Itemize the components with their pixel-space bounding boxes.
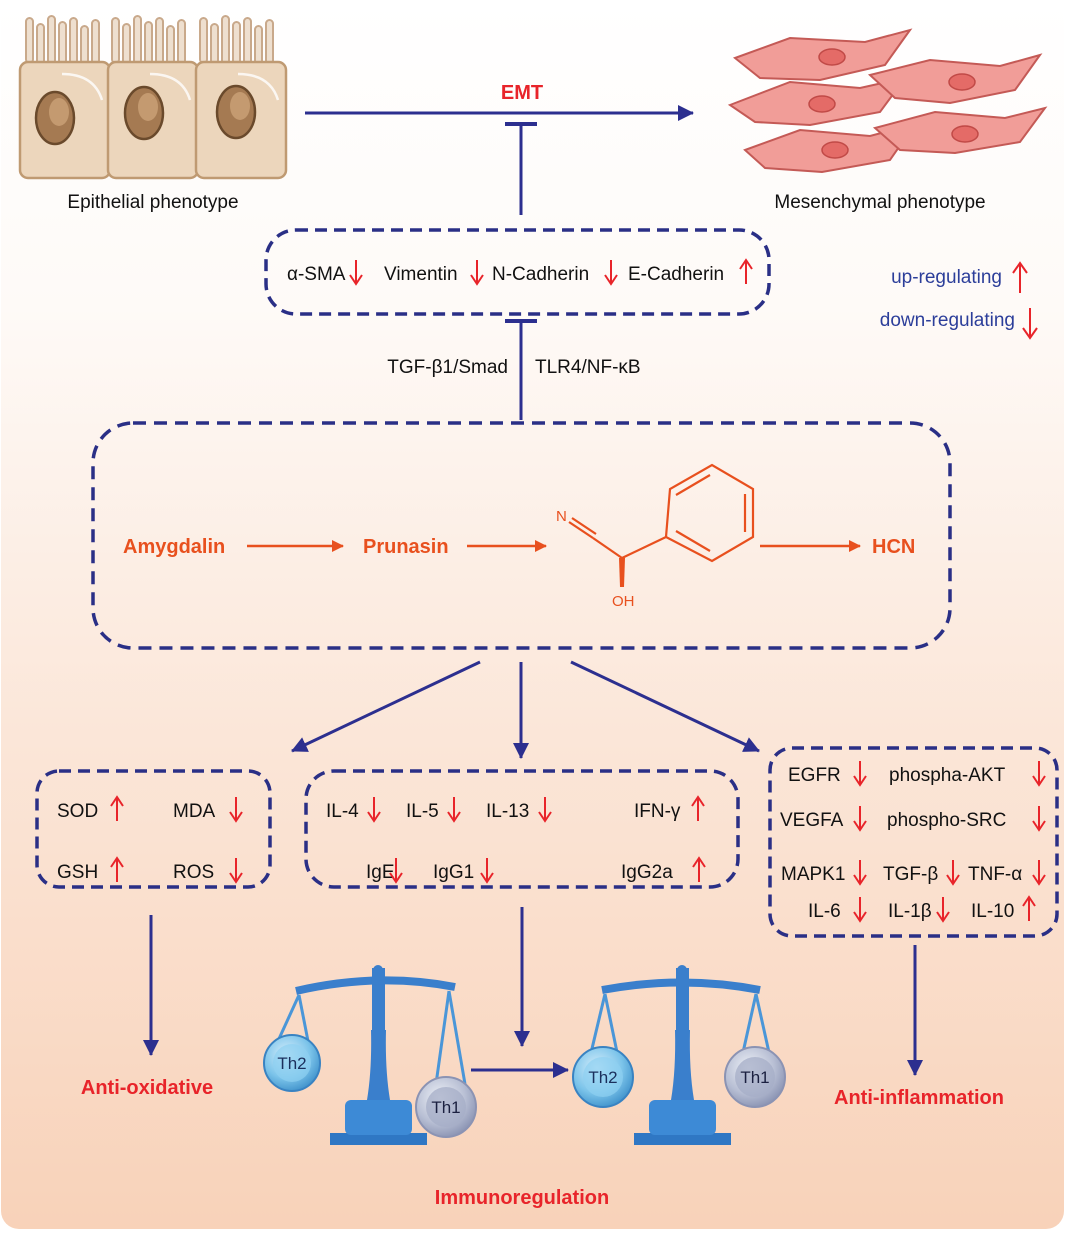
th2-label-right: Th2 [588,1068,617,1087]
inflammation-box [768,746,1059,938]
marker-label: E-Cadherin [628,264,724,285]
metabolism-box [91,421,952,650]
marker-label: IL-10 [971,901,1014,922]
marker-label: IL-5 [406,801,439,822]
down-arrow-icon [480,858,494,884]
emt-marker-list: α-SMA Vimentin N-Cadherin E-Cadherin [287,258,753,286]
left-balance-scale [276,965,467,1145]
right-balance-scale [588,965,772,1145]
down-arrow-icon [349,260,363,286]
th2-cell-left: Th2 [263,1034,321,1092]
th1-cell-right: Th1 [724,1046,786,1108]
marker-label: IL-13 [486,801,529,822]
inflammation-marker-list: EGFR phospha-AKT VEGFA phospho-SRC MAPK1 TGF-… [780,761,1046,923]
marker-label: TGF-β [883,864,938,885]
th1-cell-left: Th1 [415,1076,477,1138]
up-arrow-icon [692,856,706,882]
anti-oxidative-label: Anti-oxidative [81,1077,213,1099]
marker-label: IgE [366,862,395,883]
down-arrow-icon [604,260,618,286]
up-arrow-icon [110,795,124,821]
molecule-oh-group: OH [612,593,635,610]
marker-label: IL-1β [888,901,932,922]
legend-down-arrow-icon [1022,308,1038,340]
up-arrow-icon [1022,895,1036,921]
emt-marker-box [264,228,771,316]
mandelonitrile-structure [568,463,755,587]
oxidative-marker-list: SOD MDA GSH ROS [57,795,243,884]
marker-label: α-SMA [287,264,346,285]
down-arrow-icon [946,860,960,886]
immunoregulation-label: Immunoregulation [435,1187,609,1209]
down-arrow-icon [229,797,243,823]
th1-label-right: Th1 [740,1068,769,1087]
marker-label: ROS [173,862,214,883]
anti-inflammation-label: Anti-inflammation [834,1087,1004,1109]
down-arrow-icon [1032,806,1046,832]
amygdalin-label: Amygdalin [123,536,225,558]
pathway-left-label: TGF-β1/Smad [387,357,508,378]
marker-label: MDA [173,801,216,822]
marker-label: Vimentin [384,264,458,285]
marker-label: IgG1 [433,862,474,883]
immune-box [304,769,740,889]
marker-label: GSH [57,862,98,883]
marker-label: SOD [57,801,98,822]
hcn-label: HCN [872,536,915,558]
up-arrow-icon [691,795,705,821]
marker-label: phospha-AKT [889,765,1006,786]
marker-label: IL-6 [808,901,841,922]
down-arrow-icon [936,897,950,923]
down-arrow-icon [853,806,867,832]
down-arrow-icon [1032,860,1046,886]
marker-label: IFN-γ [634,801,681,822]
down-arrow-icon [853,860,867,886]
epithelial-caption: Epithelial phenotype [67,192,238,213]
branch-arrow-oxidative [291,660,481,753]
th2-label-left: Th2 [277,1054,306,1073]
marker-label: VEGFA [780,810,844,831]
mesenchymal-cells-illustration [727,28,1048,174]
branch-arrow-inflammation [570,660,760,753]
down-arrow-icon [470,260,484,286]
mesenchymal-caption: Mesenchymal phenotype [774,192,985,213]
pathway-right-label: TLR4/NF-κB [535,357,641,378]
marker-label: IL-4 [326,801,359,822]
marker-label: N-Cadherin [492,264,589,285]
legend-up-arrow-icon [1012,261,1028,293]
th2-cell-right: Th2 [572,1046,634,1108]
down-arrow-icon [367,797,381,823]
th1-label-left: Th1 [431,1098,460,1117]
marker-label: TNF-α [968,864,1022,885]
down-arrow-icon [389,858,403,884]
down-arrow-icon [853,897,867,923]
down-arrow-icon [1032,761,1046,787]
molecule-n-atom: N [556,508,567,525]
legend-down-label: down-regulating [880,310,1015,331]
emt-label: EMT [501,82,543,104]
down-arrow-icon [447,797,461,823]
oxidative-box [35,769,272,889]
up-arrow-icon [110,856,124,882]
marker-label: phospho-SRC [887,810,1006,831]
epithelial-cells-illustration [18,15,288,180]
marker-label: EGFR [788,765,841,786]
down-arrow-icon [853,761,867,787]
prunasin-label: Prunasin [363,536,449,558]
legend-up-label: up-regulating [891,267,1002,288]
up-arrow-icon [739,258,753,284]
down-arrow-icon [538,797,552,823]
marker-label: IgG2a [621,862,673,883]
marker-label: MAPK1 [781,864,845,885]
down-arrow-icon [229,858,243,884]
